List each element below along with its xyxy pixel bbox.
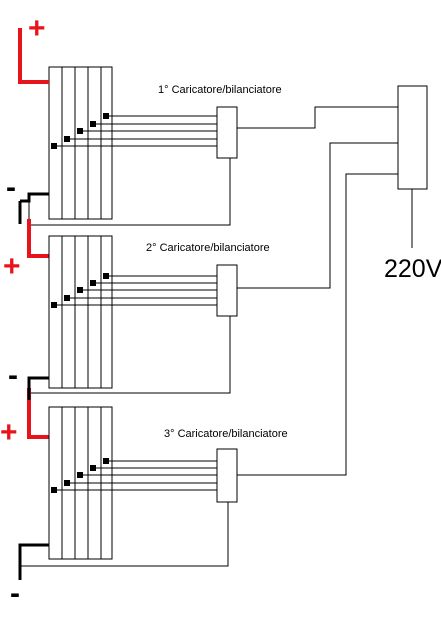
balance-lines-2: [54, 275, 217, 306]
balance-tap-points-2: [51, 273, 109, 308]
minus-sign-3: -: [10, 577, 20, 610]
balance-lines-1: [54, 115, 217, 147]
positive-lead-1: [18, 28, 49, 84]
negative-lead-3: [18, 543, 49, 580]
negative-return-2: [29, 316, 231, 394]
negative-lead-2: [27, 376, 49, 388]
plus-sign-3: +: [0, 416, 18, 449]
battery-pack-1: [48, 66, 113, 220]
charger-label-1: 1° Caricatore/bilanciatore: [158, 84, 282, 96]
charger-box-2: [216, 264, 238, 317]
charger-label-2: 2° Caricatore/bilanciatore: [146, 242, 270, 254]
negative-return-3: [20, 502, 229, 567]
charger-box-3: [216, 448, 238, 503]
plus-sign-2: +: [3, 250, 21, 283]
power-feed-lines: [237, 106, 398, 476]
minus-sign-2: -: [8, 359, 18, 392]
battery-group-2: 2° Caricatore/bilanciatore -: [8, 235, 270, 394]
balance-tap-points-3: [51, 458, 109, 493]
balance-lines-3: [54, 460, 217, 491]
battery-pack-2: [48, 235, 113, 389]
battery-group-3: 3° Caricatore/bilanciatore -: [10, 406, 288, 610]
charger-label-3: 3° Caricatore/bilanciatore: [164, 428, 288, 440]
series-link-2-3: [27, 388, 49, 439]
power-supply-box: [397, 85, 428, 190]
battery-group-1: 1° Caricatore/bilanciatore + -: [6, 12, 282, 226]
negative-return-1: [28, 158, 231, 226]
minus-sign-1: -: [6, 171, 16, 204]
charger-box-1: [216, 106, 238, 159]
balance-tap-points-1: [51, 113, 109, 149]
series-link-1-2: [27, 219, 49, 258]
negative-lead-1: [20, 192, 49, 203]
mains-voltage-label: 220V: [384, 255, 441, 283]
plus-sign-1: +: [28, 12, 46, 45]
